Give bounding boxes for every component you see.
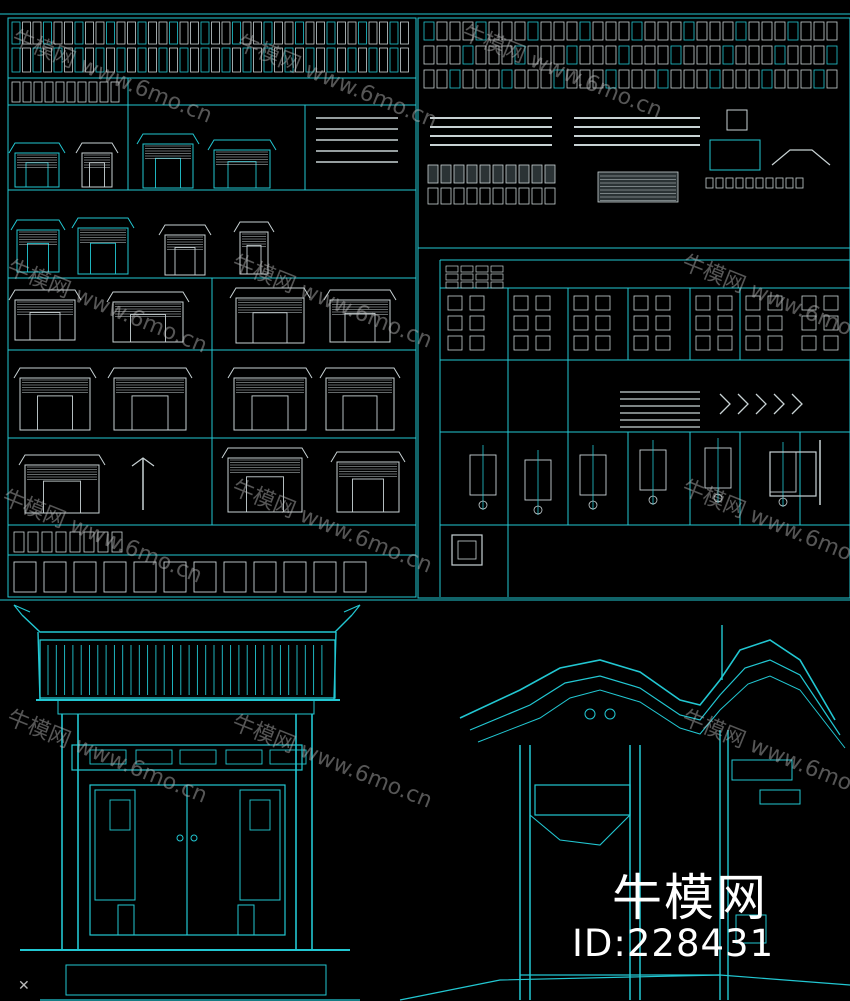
close-icon[interactable]: ✕ — [18, 978, 30, 994]
detail-drawings — [8, 21, 839, 593]
brand-name: 牛模网 — [612, 869, 768, 927]
gate-side-elevation — [399, 625, 850, 1001]
sheet-frames — [0, 13, 850, 601]
model-id: ID:228431 — [572, 922, 775, 965]
gate-front-elevation — [13, 604, 361, 1001]
